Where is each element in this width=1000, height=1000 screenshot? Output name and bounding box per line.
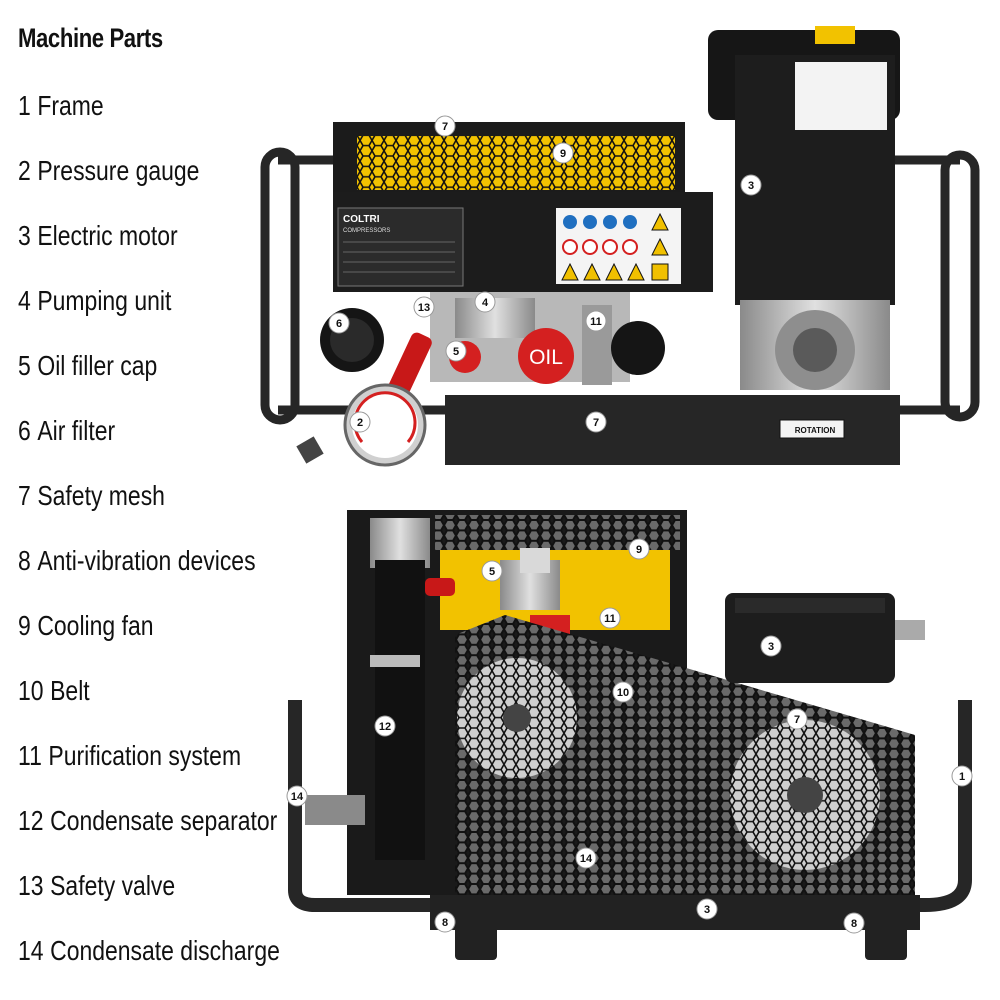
svg-text:4: 4 [482, 297, 489, 309]
svg-text:7: 7 [442, 121, 448, 133]
callout: 14 [286, 785, 308, 807]
bottom-base [430, 895, 920, 930]
callout: 11 [599, 607, 621, 629]
svg-text:1: 1 [959, 771, 965, 783]
svg-text:7: 7 [593, 417, 599, 429]
svg-text:14: 14 [580, 853, 593, 865]
svg-text:8: 8 [442, 917, 448, 929]
top-view: COLTRI COMPRESSORS [260, 26, 980, 467]
callout: 4 [474, 291, 496, 313]
svg-text:ROTATION: ROTATION [795, 426, 836, 435]
callout: 10 [612, 681, 634, 703]
svg-text:2: 2 [357, 417, 363, 429]
callout: 7 [786, 708, 808, 730]
legend-title: Machine Parts [18, 23, 163, 53]
callout: 3 [760, 635, 782, 657]
svg-text:3: 3 [768, 641, 774, 653]
callout: 11 [585, 310, 607, 332]
callout: 7 [434, 115, 456, 137]
callout: 7 [585, 411, 607, 433]
callout: 8 [434, 911, 456, 933]
svg-text:11: 11 [590, 316, 602, 328]
svg-text:13: 13 [418, 302, 430, 314]
svg-text:8: 8 [851, 918, 857, 930]
callout: 12 [374, 715, 396, 737]
brand-sub-text: COMPRESSORS [343, 228, 390, 234]
callout: 13 [413, 296, 435, 318]
callout: 6 [328, 312, 350, 334]
svg-text:10: 10 [617, 687, 629, 699]
callout: 8 [843, 912, 865, 934]
svg-text:3: 3 [704, 904, 710, 916]
svg-text:7: 7 [794, 714, 800, 726]
callout: 14 [575, 847, 597, 869]
rotation-label: ROTATION [779, 419, 845, 439]
brand-text: COLTRI [343, 214, 380, 225]
svg-text:6: 6 [336, 318, 342, 330]
top-nameplate: COLTRI COMPRESSORS [337, 207, 464, 287]
svg-text:14: 14 [291, 791, 304, 803]
svg-text:OIL: OIL [529, 346, 563, 369]
svg-text:11: 11 [604, 613, 616, 625]
callout: 3 [740, 174, 762, 196]
bottom-condensate-discharge [305, 795, 365, 825]
svg-text:12: 12 [379, 721, 391, 733]
top-condensate-discharge [296, 436, 324, 464]
callout: 9 [628, 538, 650, 560]
bottom-belt-guard [455, 615, 915, 895]
top-safety-valve [386, 332, 432, 402]
callout: 5 [481, 560, 503, 582]
svg-text:5: 5 [489, 566, 495, 578]
top-electric-motor [708, 26, 900, 390]
svg-text:5: 5 [453, 346, 459, 358]
callout: 5 [445, 340, 467, 362]
callout: 2 [349, 411, 371, 433]
svg-text:9: 9 [636, 544, 642, 556]
top-pressure-gauge [343, 383, 427, 467]
top-oil-cap: OIL [518, 328, 574, 384]
warning-stickers [556, 208, 681, 284]
bottom-condensate-separator [370, 518, 430, 860]
bottom-view [288, 510, 972, 960]
callout: 1 [951, 765, 973, 787]
callout: 9 [552, 142, 574, 164]
callout: 3 [696, 898, 718, 920]
svg-text:9: 9 [560, 148, 566, 160]
svg-text:3: 3 [748, 180, 754, 192]
bottom-electric-motor [725, 593, 925, 683]
callouts: 7 9 3 13 4 6 5 11 2 7 9 5 11 3 10 7 12 1… [286, 115, 973, 934]
